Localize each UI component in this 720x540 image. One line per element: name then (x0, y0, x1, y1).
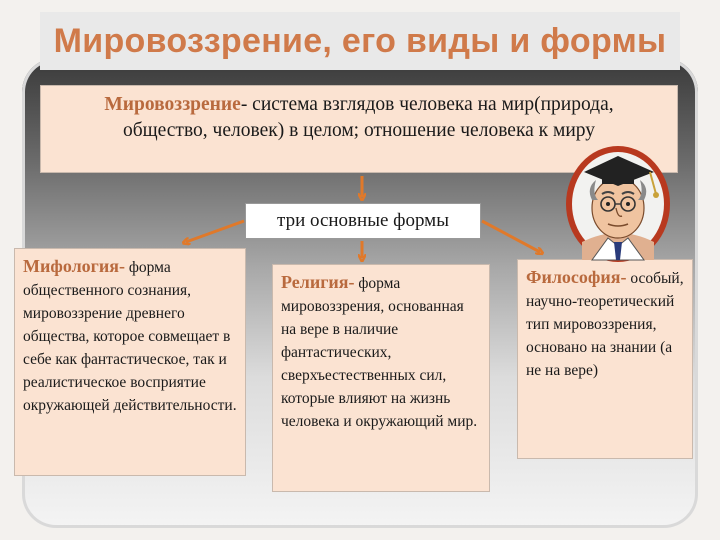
philosophy-term: Философия- (526, 267, 627, 287)
page-title: Мировоззрение, его виды и формы (53, 21, 667, 60)
arrow-forms-to-mythology (186, 219, 245, 242)
mythology-text: форма общественного сознания, мировоззре… (23, 259, 237, 414)
definition-box: Мировоззрение- система взглядов человека… (40, 85, 678, 173)
definition-text: - система взглядов человека на мир(приро… (122, 94, 614, 141)
mythology-card: Мифология- форма общественного сознания,… (14, 248, 246, 476)
philosophy-text: особый, научно-теоретический тип мировоз… (526, 270, 684, 379)
three-forms-box: три основные формы (245, 203, 481, 239)
religion-card: Религия- форма мировоззрения, основанная… (272, 264, 490, 492)
professor-portrait-icon (566, 146, 670, 262)
mythology-term: Мифология- (23, 256, 125, 276)
arrow-forms-to-philosophy (481, 219, 540, 252)
religion-text: форма мировоззрения, основанная на вере … (281, 275, 478, 430)
religion-term: Религия- (281, 272, 355, 292)
definition-term: Мировоззрение (104, 94, 241, 115)
philosophy-card: Философия- особый, научно-теоретический … (517, 259, 693, 459)
title-bar: Мировоззрение, его виды и формы (40, 12, 680, 70)
